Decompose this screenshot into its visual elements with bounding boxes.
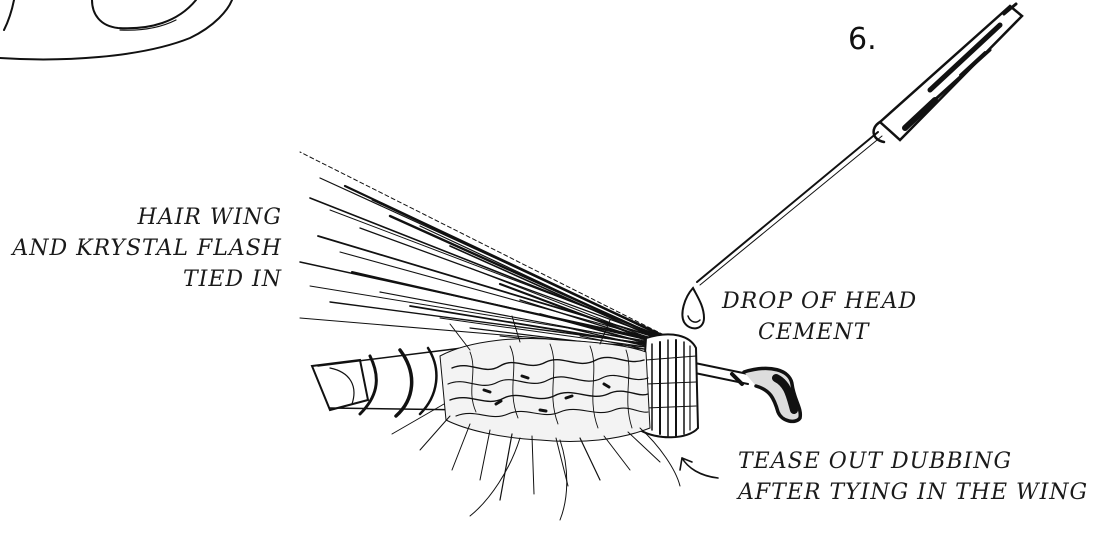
label-dubbing: TEASE OUT DUBBING AFTER TYING IN THE WIN… <box>738 446 1088 508</box>
label-line: DROP OF HEAD <box>722 286 917 317</box>
label-head-cement: DROP OF HEAD CEMENT <box>722 286 917 348</box>
hook <box>690 362 800 421</box>
thumb-sketch <box>0 0 232 59</box>
label-line: AFTER TYING IN THE WING <box>738 477 1088 508</box>
label-line: TIED IN <box>12 264 282 295</box>
label-line: HAIR WING <box>12 202 282 233</box>
hair-wing <box>300 152 694 362</box>
step-number: 6. <box>848 22 877 57</box>
label-line: CEMENT <box>722 317 917 348</box>
label-hair-wing: HAIR WING AND KRYSTAL FLASH TIED IN <box>12 202 282 295</box>
dubbing-arrow <box>680 458 718 478</box>
label-line: TEASE OUT DUBBING <box>738 446 1088 477</box>
label-line: AND KRYSTAL FLASH <box>12 233 282 264</box>
